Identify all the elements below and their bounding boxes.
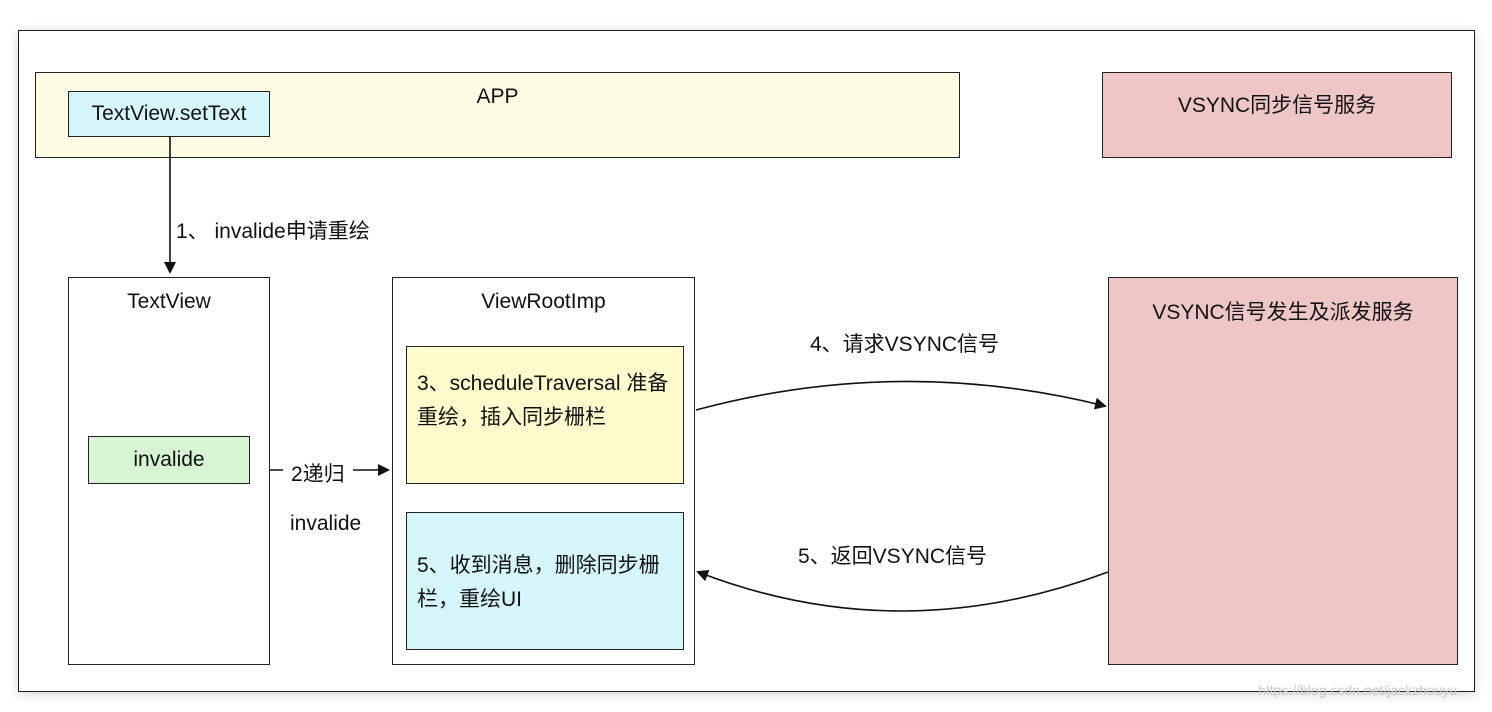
edge-step1-label: 1、 invalide申请重绘: [173, 215, 373, 245]
app-title: APP: [476, 85, 519, 108]
edge-step4: [695, 380, 1107, 411]
schedule-traversal-node: 3、scheduleTraversal 准备重绘，插入同步栅栏: [406, 346, 684, 484]
textview-title: TextView: [127, 290, 211, 313]
vsync-generator-title: VSYNC信号发生及派发服务: [1152, 301, 1414, 324]
edge-step5-label: 5、返回VSYNC信号: [798, 545, 988, 568]
vsync-sync-service: VSYNC同步信号服务: [1102, 72, 1452, 158]
edge-step4-label: 4、请求VSYNC信号: [810, 333, 1000, 356]
watermark: https://blog.csdn.net/jackzhouyu: [1258, 682, 1458, 698]
edge-step2-label: 2递归: [283, 458, 353, 488]
viewrootimpl-title: ViewRootImp: [481, 290, 606, 313]
settext-node: TextView.setText: [68, 91, 270, 137]
vsync-sync-title: VSYNC同步信号服务: [1177, 94, 1377, 117]
invalide-node: invalide: [88, 436, 250, 484]
vsync-generator-service: VSYNC信号发生及派发服务: [1108, 277, 1458, 665]
edge-step2-sublabel: invalide: [290, 512, 362, 535]
edge-step5: [696, 570, 1109, 612]
receive-message-node: 5、收到消息，删除同步栅栏，重绘UI: [406, 512, 684, 650]
